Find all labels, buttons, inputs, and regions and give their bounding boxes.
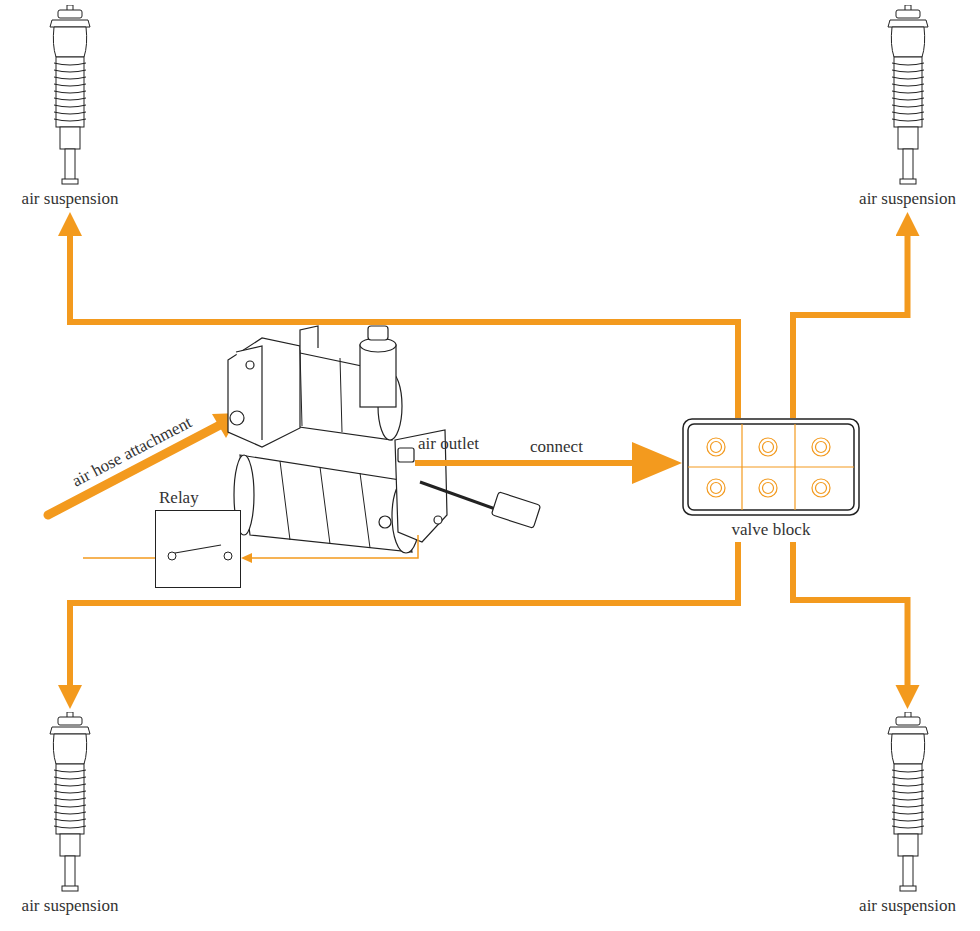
air-suspension-node: air suspension (845, 5, 970, 209)
node-label: air suspension (22, 189, 119, 209)
hose-arrow (48, 413, 240, 515)
node-label: valve block (732, 520, 811, 540)
node-label: air suspension (859, 189, 956, 209)
node-label: air suspension (22, 896, 119, 916)
compressor-drawing (228, 326, 447, 553)
air-strut-drawing (878, 712, 938, 892)
air-suspension-node: air suspension (5, 5, 135, 209)
relay-node: Relay (155, 488, 241, 588)
air-line-connector (793, 236, 908, 418)
air-strut-drawing (40, 712, 100, 892)
motor-ribs (280, 350, 370, 548)
valve-block-node: valve block (682, 418, 860, 540)
relay-wire (83, 535, 418, 563)
air-suspension-node: air suspension (845, 712, 970, 916)
node-label: air suspension (859, 896, 956, 916)
air-strut-drawing (40, 5, 100, 185)
node-label: Relay (159, 488, 199, 508)
air-suspension-node: air suspension (5, 712, 135, 916)
air-line-connector (70, 236, 738, 418)
part-label: connect (530, 437, 583, 457)
part-label: air outlet (418, 434, 479, 454)
cable (420, 482, 541, 528)
air-strut-drawing (878, 5, 938, 185)
air-line-connector (793, 542, 908, 685)
relay-box (155, 510, 241, 588)
valve-block-outline (682, 418, 860, 518)
